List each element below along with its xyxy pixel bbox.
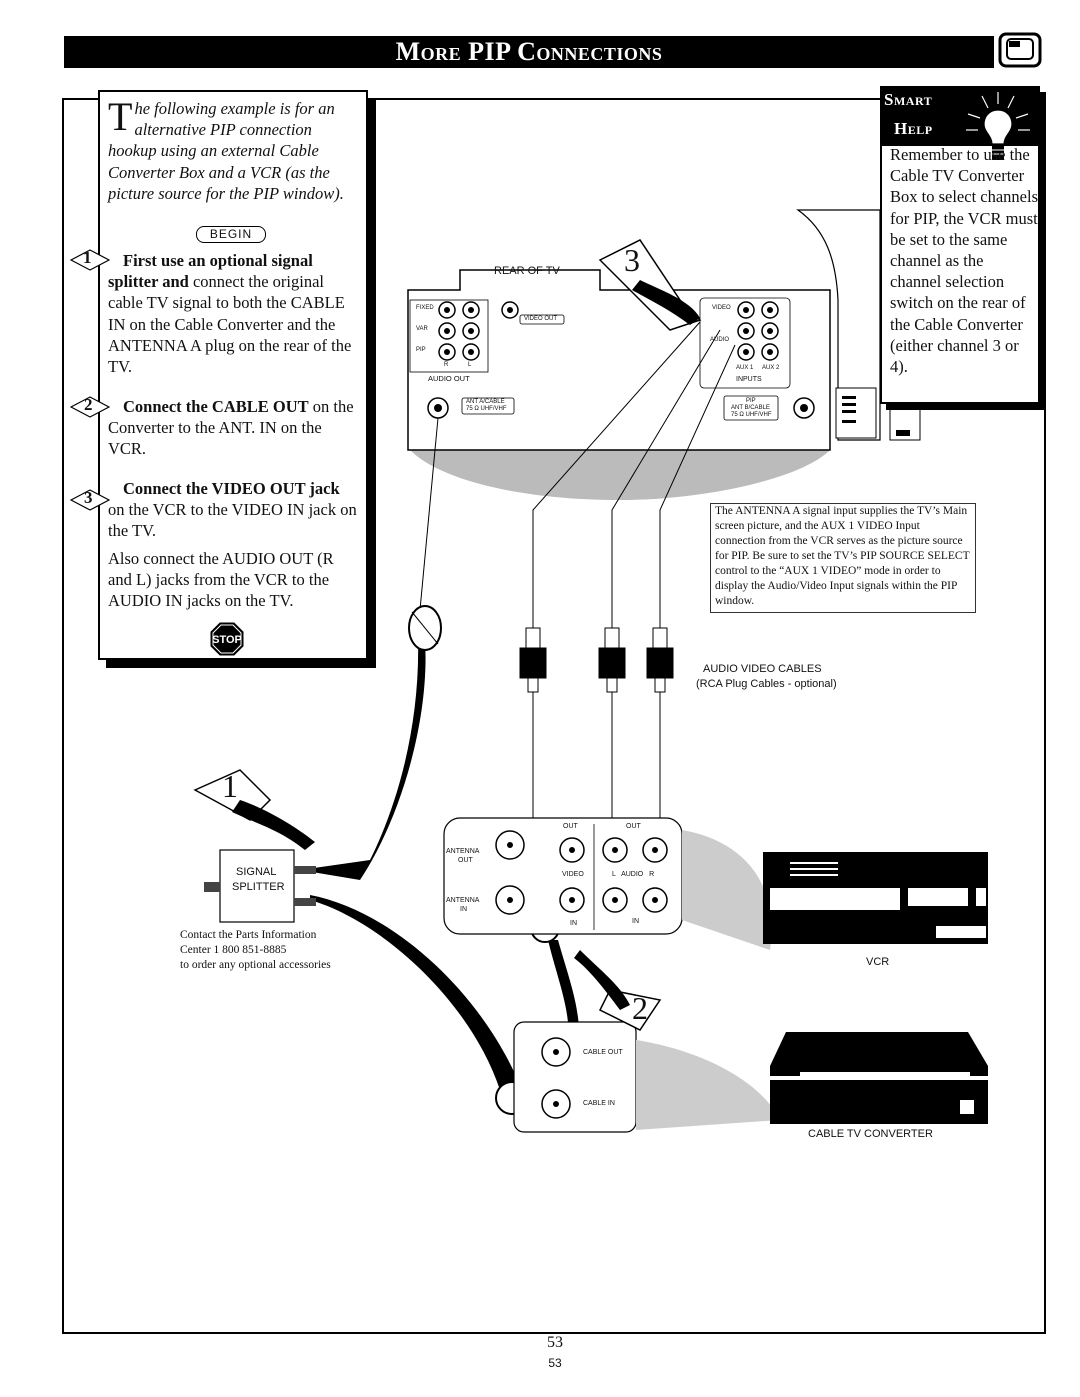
antenna-out-label-1: ANTENNA	[446, 848, 480, 855]
step-3-text: Connect the VIDEO OUT jack on the VCR to…	[108, 478, 360, 542]
vcr-label: VCR	[866, 956, 890, 968]
ant-b-ohm-label: 75 Ω UHF/VHF	[731, 412, 772, 418]
step-1-number: 1	[83, 248, 92, 267]
drop-cap: T	[108, 94, 133, 139]
smart-help-title-1: Smart	[884, 90, 933, 109]
antenna-out-label-2: OUT	[458, 857, 473, 864]
main-frame	[62, 98, 1046, 1334]
hand-3-number: 3	[624, 242, 640, 278]
cable-tv-converter-label: CABLE TV CONVERTER	[808, 1128, 933, 1140]
step-3-body: on the VCR to the VIDEO IN jack on the T…	[108, 500, 357, 541]
rca-optional-label: (RCA Plug Cables - optional)	[696, 678, 837, 690]
parts-note: Contact the Parts Information Center 1 8…	[180, 928, 400, 973]
vcr-video-label: VIDEO	[562, 871, 584, 878]
audio-out-label: AUDIO OUT	[428, 374, 470, 383]
parts-note-line-3: to order any optional accessories	[180, 959, 331, 971]
page-number: 53	[547, 1334, 563, 1351]
ant-a-ohm-label: 75 Ω UHF/VHF	[466, 406, 507, 412]
hand-2-icon	[574, 950, 662, 1031]
var-label: VAR	[416, 326, 428, 332]
ant-b-label: ANT B/CABLE	[731, 405, 770, 411]
aux2-label: AUX 2	[762, 365, 780, 371]
step-2-number: 2	[84, 395, 93, 414]
pip-label: PIP	[416, 347, 426, 353]
vcr-in-label-2: IN	[632, 918, 639, 925]
video-label: VIDEO	[712, 305, 731, 311]
vcr-out-label-2: OUT	[626, 823, 641, 830]
video-out-label: VIDEO OUT	[524, 316, 558, 322]
inputs-label: INPUTS	[736, 376, 762, 383]
parts-note-line-1: Contact the Parts Information	[180, 929, 317, 941]
tv-icon	[998, 32, 1042, 68]
step-3-number: 3	[84, 488, 93, 507]
stop-sign-icon: STOP	[210, 622, 244, 656]
step-1-text: First use an optional signal splitter an…	[108, 250, 360, 377]
vcr-in-label-1: IN	[570, 920, 577, 927]
pip-ant-label: PIP	[746, 398, 756, 404]
smart-help-text: Remember to use the Cable TV Converter B…	[890, 145, 1039, 377]
ant-a-label: ANT A/CABLE	[466, 399, 505, 405]
page-number-small: 53	[548, 1356, 562, 1370]
parts-note-line-2: Center 1 800 851-8885	[180, 944, 287, 956]
step-3-marker-icon	[70, 489, 110, 511]
step-2-body: on the Converter to the ANT. IN on the V…	[108, 397, 354, 459]
hand-2-number: 2	[632, 990, 648, 1026]
begin-badge: BEGIN	[196, 226, 266, 243]
page-title: More PIP Connections	[395, 37, 663, 66]
hand-1-icon	[193, 769, 315, 850]
vcr-audio-label: L AUDIO R	[612, 871, 655, 878]
step-1-bold: First use an optional signal splitter an…	[108, 251, 313, 292]
lightbulb-icon	[966, 92, 1030, 160]
step-2-marker-icon	[70, 396, 110, 418]
intro-body: he following example is for an alternati…	[108, 99, 344, 203]
title-bar: More PIP Connections	[64, 36, 994, 68]
cable-in-label: CABLE IN	[583, 1100, 615, 1107]
smart-help-title-2: Help	[894, 119, 933, 138]
hand-3-icon	[598, 239, 702, 331]
instruction-box	[98, 90, 368, 660]
vcr-out-label-1: OUT	[563, 823, 578, 830]
splitter-label: SPLITTER	[232, 881, 285, 893]
antenna-in-label-2: IN	[460, 906, 467, 913]
antenna-in-label-1: ANTENNA	[446, 897, 480, 904]
av-cables-label: AUDIO VIDEO CABLES	[703, 663, 822, 675]
signal-label: SIGNAL	[236, 866, 277, 878]
r-label: R	[444, 362, 449, 368]
aux1-label: AUX 1	[736, 365, 754, 371]
step-1-marker-icon	[70, 249, 110, 271]
step-1-body: connect the original cable TV signal to …	[108, 272, 352, 377]
rear-of-tv-label: REAR OF TV	[494, 265, 560, 277]
step-2-bold: Connect the CABLE OUT	[123, 397, 309, 416]
antenna-note: The ANTENNA A signal input supplies the …	[710, 503, 976, 613]
audio-label: AUDIO	[710, 337, 730, 343]
step-2-text: Connect the CABLE OUT on the Converter t…	[108, 396, 360, 460]
fixed-label: FIXED	[416, 305, 434, 311]
cable-out-label: CABLE OUT	[583, 1049, 623, 1056]
audio-note: Also connect the AUDIO OUT (R and L) jac…	[108, 549, 334, 611]
hand-1-number: 1	[222, 768, 238, 804]
l-label: L	[468, 362, 472, 368]
step-3-bold: Connect the VIDEO OUT jack	[123, 479, 340, 498]
stop-label: STOP	[212, 634, 242, 646]
